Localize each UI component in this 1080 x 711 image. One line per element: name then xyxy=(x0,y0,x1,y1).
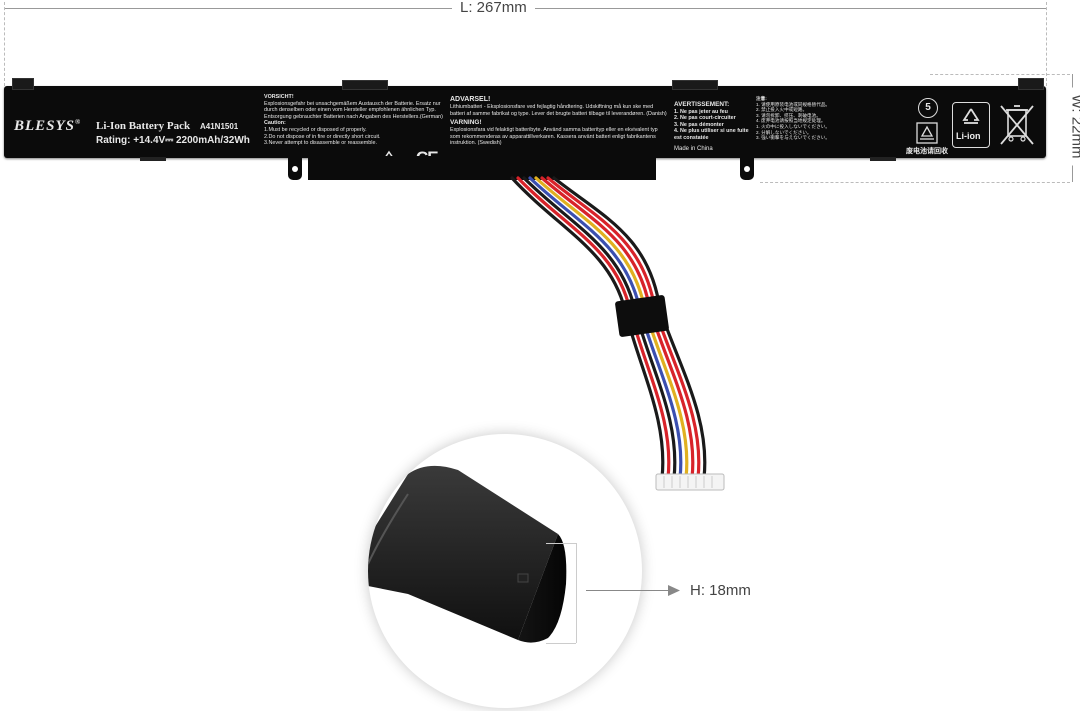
product-name: Li-Ion Battery Pack xyxy=(96,120,191,132)
made-in-text: Made in China xyxy=(674,145,713,152)
advarsel-text: Lithiumbatteri - Eksplosionsfare ved fej… xyxy=(450,104,667,117)
arrow-right-icon xyxy=(668,585,680,596)
jp-line: 1. 请使用原装电池或同规格替代品。 xyxy=(756,101,831,107)
jp-line: 1. 火の中に投入しないでください。 xyxy=(756,123,830,129)
li-ion-text: Li-ion xyxy=(956,131,981,141)
zoom-circle xyxy=(368,434,642,708)
mount-ear-right xyxy=(740,158,754,180)
battery-body: BLESYS® Li-Ion Battery Pack A41N1501 Rat… xyxy=(4,78,1046,169)
caution-line: 3.Never attempt to disassemble or reasse… xyxy=(264,140,377,147)
caution-line: 1.Must be recycled or disposed of proper… xyxy=(264,126,367,133)
jp-title: 注意: xyxy=(756,96,767,101)
avertissement-line: 4. Ne plus utiliser si une fuite est con… xyxy=(674,128,749,141)
brand-logo: BLESYS® xyxy=(14,118,82,134)
jp-line: 3. 请勿拆卸、挤压、刺破电池。 xyxy=(756,112,821,118)
jp-line: 3. 強い衝撃を与えないでください。 xyxy=(756,135,830,141)
avertissement-block: AVERTISSEMENT: 1. Ne pas jeter au feu 2.… xyxy=(674,101,752,152)
wire xyxy=(540,176,695,480)
vorsicht-text: Explosionsgefahr bei unsachgemäßem Austa… xyxy=(264,100,443,120)
recycle-arrows-icon xyxy=(962,108,980,124)
avertissement-line: 3. Ne pas démonter xyxy=(674,121,724,128)
recycle-ring-icon: 5 xyxy=(918,98,938,118)
recycle-cn-text: 废电池请回收 xyxy=(906,148,948,155)
avertissement-line: 1. Ne pas jeter au feu xyxy=(674,108,728,115)
length-label: L: 267mm xyxy=(452,0,535,16)
bottom-tab xyxy=(870,157,896,161)
end-tab xyxy=(1018,78,1044,90)
battery-lower-ridge xyxy=(308,156,656,180)
vorsicht-title: VORSICHT! xyxy=(264,94,294,100)
model-number: A41N1501 xyxy=(200,122,239,131)
top-tab xyxy=(342,80,388,90)
crossed-bin-icon xyxy=(1000,105,1034,145)
tape-sleeve xyxy=(615,295,669,337)
bottom-tab xyxy=(140,157,166,161)
vorsicht-block: VORSICHT! Explosionsgefahr bei unsachgem… xyxy=(264,94,444,147)
avertissement-line: 2. Ne pas court-circuiter xyxy=(674,115,736,122)
jp-line: 4. 废弃电池请按照当地规定处理。 xyxy=(756,118,826,124)
caution-line: 2.Do not dispose of in fire or directly … xyxy=(264,133,381,140)
advarsel-title: ADVARSEL! xyxy=(450,96,491,103)
avertissement-title: AVERTISSEMENT: xyxy=(674,101,730,108)
recycle-box-icon xyxy=(916,122,938,144)
caution-title: Caution: xyxy=(264,120,286,127)
jp-cn-block: 注意: 1. 请使用原装电池或同规格替代品。 2. 禁止投入火中或短路。 3. … xyxy=(756,96,908,141)
height-label: H: 18mm xyxy=(690,582,751,599)
jp-line: 2. 分解しないでください。 xyxy=(756,129,812,135)
varning-text: Explosionsfara vid felaktigt batteribyte… xyxy=(450,127,658,147)
varning-title: VARNING! xyxy=(450,119,482,127)
connector xyxy=(655,473,725,491)
rating-text: Rating: +14.4V⎓ 2200mAh/32Wh xyxy=(96,135,250,146)
battery-end-closeup xyxy=(368,465,567,643)
li-ion-recycle-icon: Li-ion xyxy=(952,102,990,148)
top-tab xyxy=(672,80,718,90)
mount-ear-left xyxy=(288,158,302,180)
end-tab xyxy=(12,78,34,90)
jp-line: 2. 禁止投入火中或短路。 xyxy=(756,107,808,113)
advarsel-block: ADVARSEL! Lithiumbatteri - Eksplosionsfa… xyxy=(450,96,668,147)
